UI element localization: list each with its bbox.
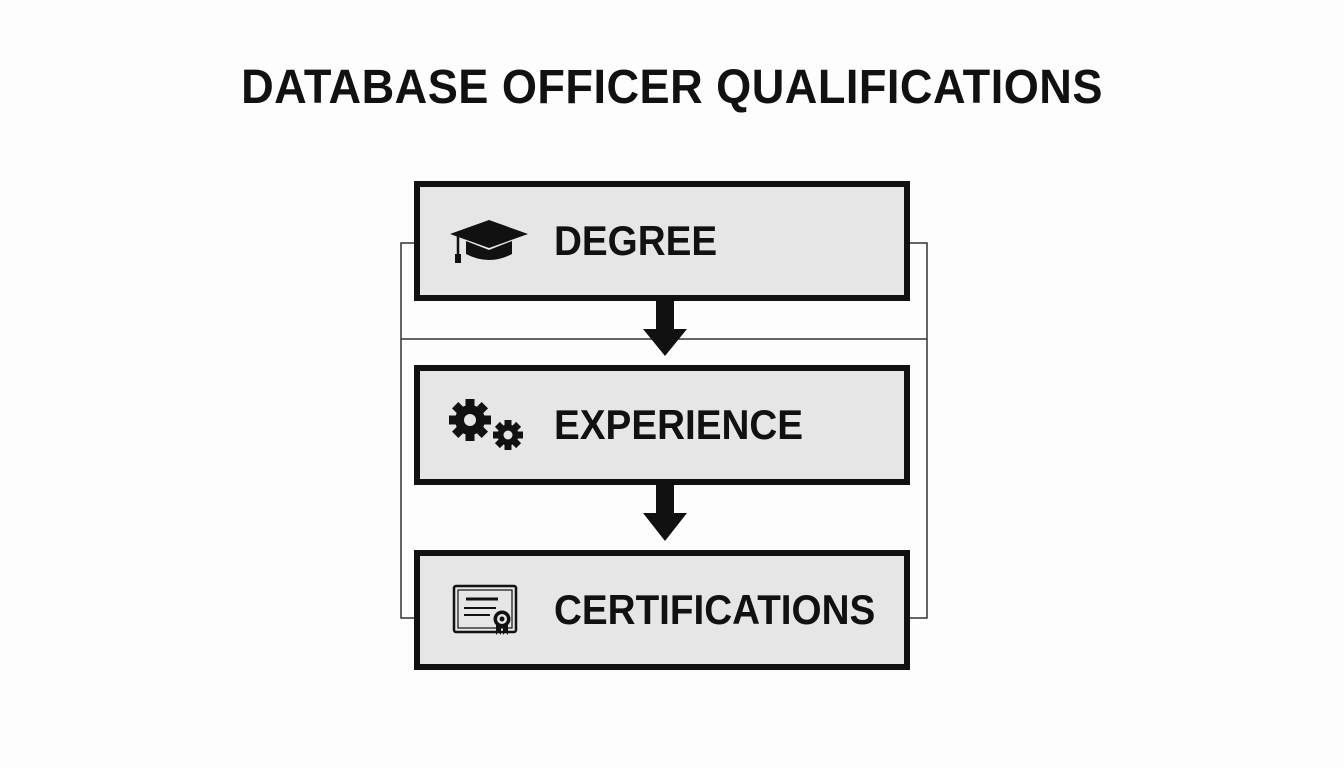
step-label-certifications: CERTIFICATIONS (554, 586, 876, 633)
step-certifications: CERTIFICATIONS (414, 550, 910, 670)
arrow-degree-to-experience (643, 301, 687, 356)
left-bracket-line (400, 242, 414, 619)
graduation-cap-icon (450, 220, 528, 263)
diagram-title: DATABASE OFFICER QUALIFICATIONS (241, 61, 1103, 114)
step-degree: DEGREE (414, 181, 910, 301)
step-experience: EXPERIENCE (414, 365, 910, 485)
gears-icon (449, 399, 523, 450)
right-bracket-line (910, 242, 928, 619)
step-label-experience: EXPERIENCE (554, 401, 804, 448)
arrow-experience-to-certifications (643, 485, 687, 541)
certificate-icon (452, 584, 518, 635)
step-label-degree: DEGREE (554, 217, 718, 264)
